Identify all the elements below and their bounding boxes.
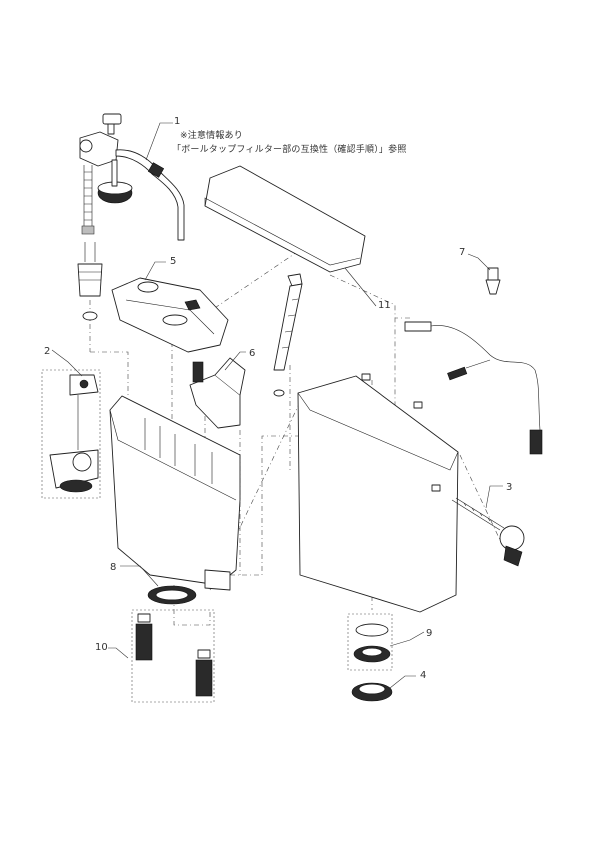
overflow-tube-ribs xyxy=(281,298,299,349)
inner-tank-top xyxy=(121,395,241,456)
part-2-box xyxy=(41,369,101,499)
callout-numbers: 1 2 3 4 5 6 7 8 9 10 11 xyxy=(44,116,512,681)
supply-pipe-ribs xyxy=(84,171,92,221)
valve-knob xyxy=(79,139,93,153)
bolt-1-cap xyxy=(137,613,151,623)
bracket-clip xyxy=(192,361,204,383)
callout-3: 3 xyxy=(506,482,512,493)
inner-cover-knob xyxy=(137,281,159,293)
o-ring xyxy=(82,311,98,321)
part-2-flush-valve xyxy=(41,369,101,499)
outer-tank-slot-1 xyxy=(361,373,371,381)
overflow-tube-body xyxy=(273,283,303,371)
part-9-box xyxy=(347,613,393,671)
seal-ring-thick-inner xyxy=(361,647,383,657)
callout-7: 7 xyxy=(459,247,465,258)
valve-stem xyxy=(107,123,115,135)
gasket-4-inner xyxy=(358,683,386,695)
inner-tank xyxy=(109,395,241,591)
callout-11: 11 xyxy=(378,300,391,311)
part-11-outer-tank xyxy=(297,373,459,613)
callout-4: 4 xyxy=(420,670,426,681)
cable-connector xyxy=(404,321,432,332)
part-10-box xyxy=(131,609,215,703)
part-9-seal-set xyxy=(347,613,393,671)
flush-valve-seal xyxy=(59,479,93,493)
cable-branch xyxy=(465,359,491,369)
cable-harness xyxy=(404,321,543,455)
seal-ring-thin xyxy=(355,623,389,637)
part-8-gasket xyxy=(147,585,197,605)
leader-lines xyxy=(51,122,503,689)
flush-valve-pivot xyxy=(79,379,89,389)
pipe-nut xyxy=(81,225,95,235)
overflow-tube-ring xyxy=(273,389,285,397)
inner-tank-rim xyxy=(109,409,237,501)
float-rod xyxy=(111,159,118,187)
part-4-gasket xyxy=(351,682,393,702)
callout-2: 2 xyxy=(44,346,50,357)
supply-pipe xyxy=(83,165,93,230)
valve-top-cap xyxy=(102,113,122,125)
outer-tank-body xyxy=(297,375,459,613)
inner-cover-tab xyxy=(184,299,201,311)
handle-lever xyxy=(503,545,523,567)
clip-hook xyxy=(485,279,501,295)
callout-5: 5 xyxy=(170,256,176,267)
tank-lid-edge xyxy=(204,197,361,266)
gasket-inner xyxy=(155,589,189,601)
inner-tank-ribs xyxy=(144,418,213,484)
callout-8: 8 xyxy=(110,562,116,573)
flush-valve-float xyxy=(72,452,92,472)
bracket-flap xyxy=(214,357,246,396)
note-line-1: ※注意情報あり xyxy=(180,131,243,141)
bolt-2-body xyxy=(195,659,213,697)
callout-9: 9 xyxy=(426,628,432,639)
inner-cover-hole xyxy=(162,314,188,326)
cable-plug xyxy=(447,366,468,381)
part-3-lever-handle xyxy=(451,497,525,567)
outer-tank-slot-3 xyxy=(431,484,441,492)
part-1-ball-tap xyxy=(79,113,185,241)
cable-wire xyxy=(430,325,541,431)
outer-tank-rim xyxy=(297,392,459,471)
overflow-tube xyxy=(273,273,303,397)
fitting-ribs xyxy=(78,271,102,281)
part-6-bracket xyxy=(189,357,246,429)
bolt-1-body xyxy=(135,623,153,661)
bolt-2-cap xyxy=(197,649,211,659)
callout-1: 1 xyxy=(174,116,180,127)
note-line-2: 「ボールタップフィルター部の互換性（確認手順）」参照 xyxy=(172,145,407,155)
inner-tank-outlet xyxy=(204,569,231,591)
fitting-pins xyxy=(84,242,96,262)
callout-10: 10 xyxy=(95,642,108,653)
filter-fitting xyxy=(77,242,103,321)
cable-end-plug xyxy=(529,429,543,455)
part-7-clip xyxy=(485,267,501,295)
part-10-bolts xyxy=(131,609,215,703)
callout-6: 6 xyxy=(249,348,255,359)
tank-lid xyxy=(204,165,366,273)
handle-shaft xyxy=(451,499,501,531)
part-5-inner-cover xyxy=(111,277,229,353)
tank-lid-body xyxy=(204,165,366,273)
handle-knob xyxy=(499,525,525,551)
handle-threads xyxy=(463,502,491,522)
outer-tank-slot-2 xyxy=(413,401,423,409)
arm-clip xyxy=(147,162,165,178)
